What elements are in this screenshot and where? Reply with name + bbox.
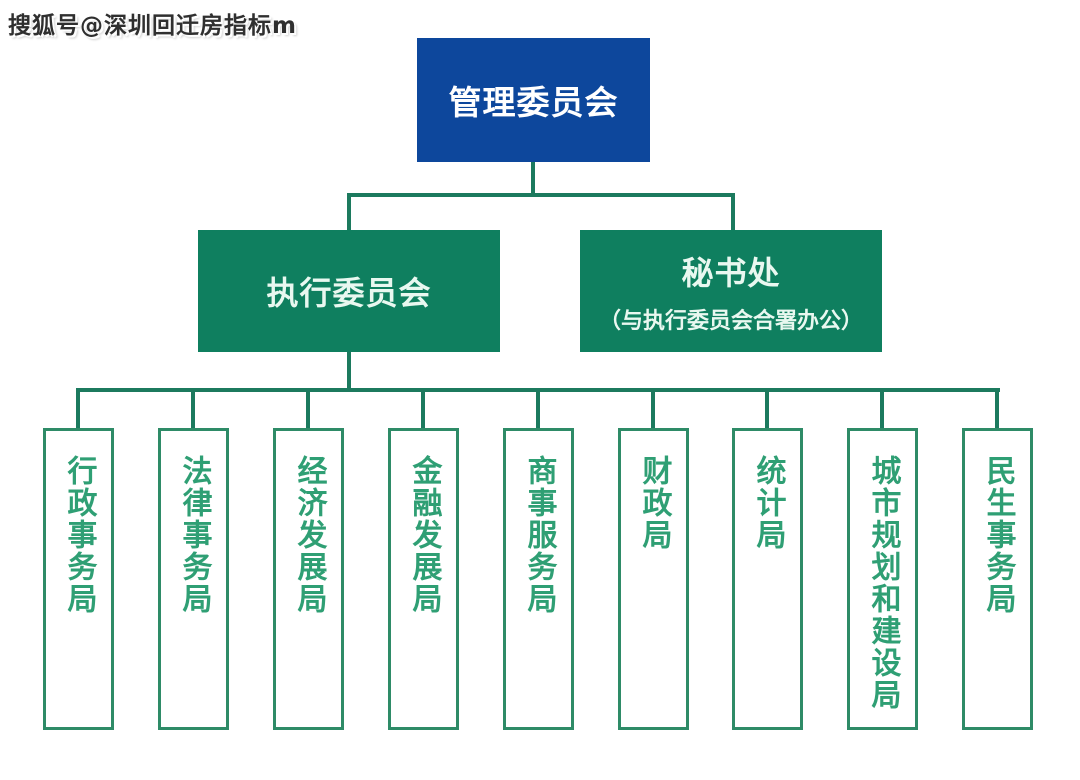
dept-label: 经济发展局 — [291, 455, 327, 615]
org-node-dept-finance-bureau: 财政局 — [618, 428, 689, 730]
dept-label: 商事服务局 — [521, 455, 557, 615]
connector-drop-dept-5 — [536, 390, 540, 428]
org-node-executive-committee: 执行委员会 — [198, 230, 500, 352]
org-node-dept-financial-development: 金融发展局 — [388, 428, 459, 730]
dept-label: 行政事务局 — [61, 455, 97, 615]
watermark-text: 搜狐号@深圳回迁房指标m — [8, 13, 297, 39]
org-node-dept-administrative-affairs: 行政事务局 — [43, 428, 114, 730]
org-node-secretariat: 秘书处 （与执行委员会合署办公） — [580, 230, 882, 352]
connector-executive-vertical — [347, 352, 351, 390]
org-node-dept-economic-development: 经济发展局 — [273, 428, 344, 730]
org-node-label: 执行委员会 — [266, 274, 432, 312]
dept-label: 民生事务局 — [980, 455, 1016, 615]
connector-level2-horizontal — [347, 193, 735, 197]
connector-drop-dept-4 — [421, 390, 425, 428]
org-node-dept-statistics-bureau: 统计局 — [732, 428, 803, 730]
connector-drop-dept-3 — [306, 390, 310, 428]
connector-drop-dept-9 — [995, 390, 999, 428]
connector-drop-secretariat — [731, 193, 735, 230]
org-node-dept-urban-planning-construction: 城市规划和建设局 — [847, 428, 918, 730]
dept-label: 金融发展局 — [406, 455, 442, 615]
connector-drop-dept-2 — [191, 390, 195, 428]
dept-label: 法律事务局 — [176, 455, 212, 615]
org-node-management-committee: 管理委员会 — [417, 38, 650, 162]
org-node-sublabel: （与执行委员会合署办公） — [598, 308, 863, 334]
dept-label: 城市规划和建设局 — [865, 455, 901, 711]
org-node-dept-legal-affairs: 法律事务局 — [158, 428, 229, 730]
connector-drop-dept-8 — [880, 390, 884, 428]
org-node-dept-commercial-services: 商事服务局 — [503, 428, 574, 730]
connector-drop-dept-7 — [765, 390, 769, 428]
connector-drop-dept-6 — [651, 390, 655, 428]
connector-root-vertical — [531, 162, 535, 197]
connector-drop-executive — [347, 193, 351, 230]
org-node-label: 秘书处 — [681, 253, 781, 292]
org-node-label: 管理委员会 — [448, 83, 619, 122]
dept-label: 统计局 — [750, 455, 786, 551]
org-node-dept-livelihood-affairs: 民生事务局 — [962, 428, 1033, 730]
connector-drop-dept-1 — [76, 390, 80, 428]
dept-label: 财政局 — [636, 455, 672, 551]
